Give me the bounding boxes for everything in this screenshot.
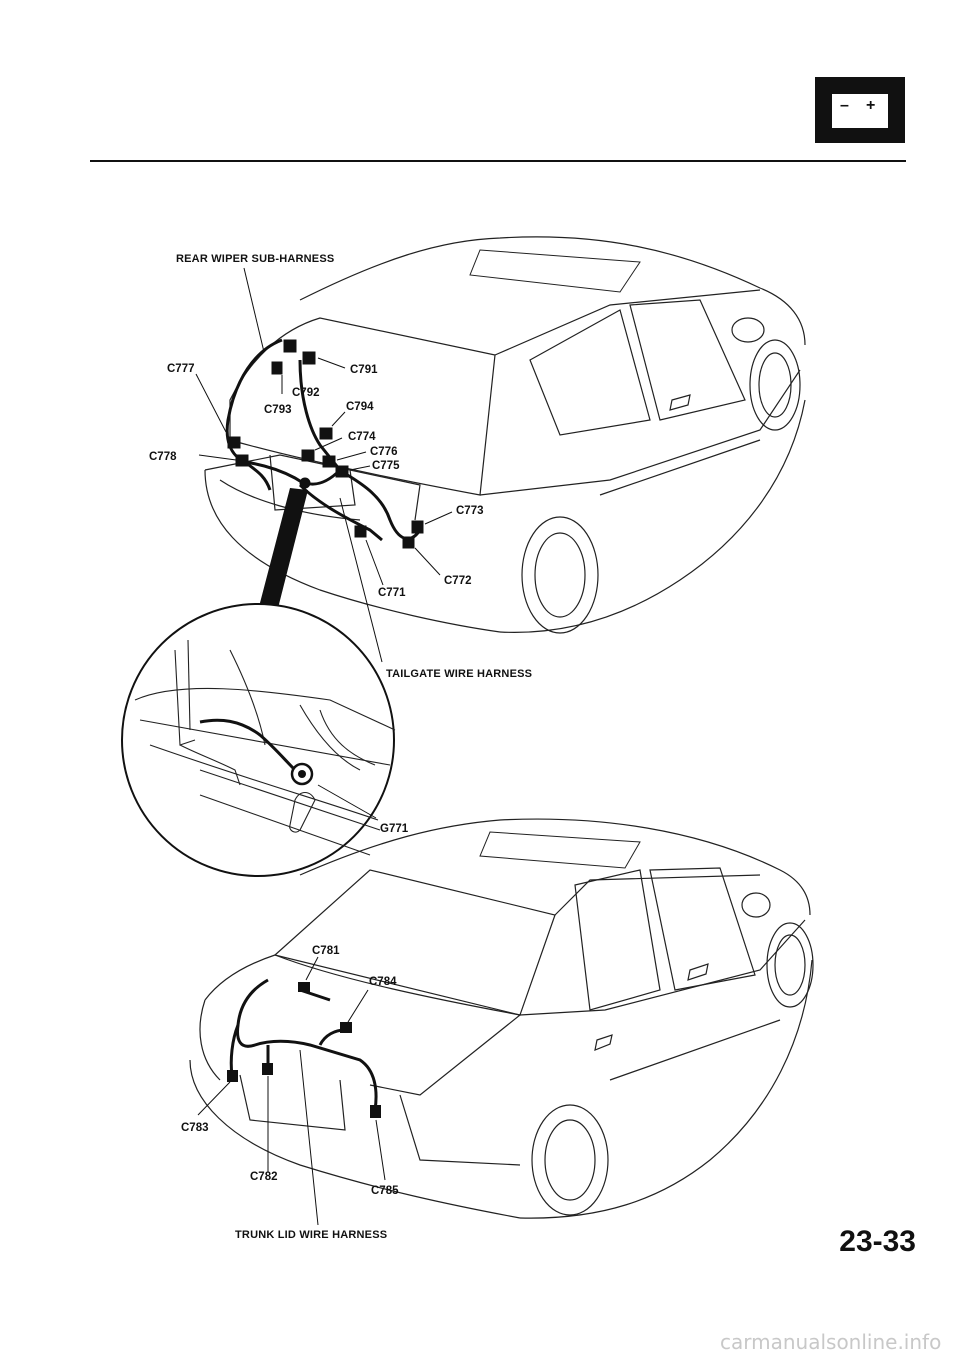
- connector-c782-marker: [262, 1063, 273, 1075]
- magnifier-pointer: [255, 488, 308, 622]
- label-c775: C775: [372, 460, 400, 472]
- labels-top: REAR WIPER SUB-HARNESS C777 C778 C791 C7…: [149, 253, 532, 835]
- label-trunk-lid-wire-harness: TRUNK LID WIRE HARNESS: [235, 1229, 387, 1241]
- tailgate-harness-wires: [225, 338, 422, 542]
- label-c791: C791: [350, 364, 378, 376]
- connector-c781-marker: [298, 982, 310, 992]
- label-c777: C777: [167, 363, 195, 375]
- hatchback-car-drawing: [204, 236, 806, 634]
- trunk-lid-harness-wires: [229, 978, 378, 1111]
- labels-bottom: C781 C784 C783 C782 C785 TRUNK LID WIRE …: [181, 945, 399, 1241]
- connector-c778-marker: [235, 454, 249, 467]
- label-rear-wiper-sub-harness: REAR WIPER SUB-HARNESS: [176, 253, 334, 265]
- label-c792: C792: [292, 387, 320, 399]
- label-c785: C785: [371, 1185, 399, 1197]
- connector-c777-marker: [227, 436, 241, 449]
- connector-c794-marker: [319, 427, 333, 440]
- label-c771: C771: [378, 587, 406, 599]
- connector-markers-top: [227, 339, 424, 549]
- connector-c785-marker: [370, 1105, 381, 1118]
- watermark: carmanualsonline.info: [720, 1330, 942, 1354]
- connector-c776-marker: [322, 455, 336, 468]
- label-c776: C776: [370, 446, 398, 458]
- label-c782: C782: [250, 1171, 278, 1183]
- leader-lines-top: [195, 267, 453, 663]
- connector-c783-marker: [227, 1070, 238, 1082]
- label-g771: G771: [380, 823, 409, 835]
- label-c781: C781: [312, 945, 340, 957]
- label-c772: C772: [444, 575, 472, 587]
- connector-c771-marker: [354, 525, 367, 538]
- connector-markers-bottom: [227, 982, 381, 1118]
- label-c778: C778: [149, 451, 177, 463]
- connector-c791-marker: [283, 339, 297, 353]
- battery-icon: – +: [815, 77, 905, 143]
- page-number: 23-33: [839, 1225, 916, 1258]
- connector-c772-marker: [402, 536, 415, 549]
- ground-detail-inset: [121, 603, 396, 877]
- connector-c793-marker: [271, 361, 283, 375]
- connector-c774-marker: [301, 449, 315, 462]
- connector-c773-marker: [411, 520, 424, 534]
- label-c773: C773: [456, 505, 484, 517]
- label-c784: C784: [369, 976, 397, 988]
- label-c783: C783: [181, 1122, 209, 1134]
- connector-c792-marker: [302, 351, 316, 365]
- label-c793: C793: [264, 404, 292, 416]
- ground-g771-marker: [299, 477, 311, 489]
- label-tailgate-wire-harness: TAILGATE WIRE HARNESS: [386, 668, 532, 680]
- leader-lines-bottom: [197, 956, 386, 1226]
- connector-c775-marker: [335, 465, 349, 478]
- label-c794: C794: [346, 401, 374, 413]
- label-c774: C774: [348, 431, 376, 443]
- svg-text:–: –: [840, 97, 849, 114]
- svg-text:+: +: [866, 97, 875, 114]
- connector-c784-marker: [340, 1022, 352, 1033]
- sedan-car-drawing: [189, 818, 814, 1219]
